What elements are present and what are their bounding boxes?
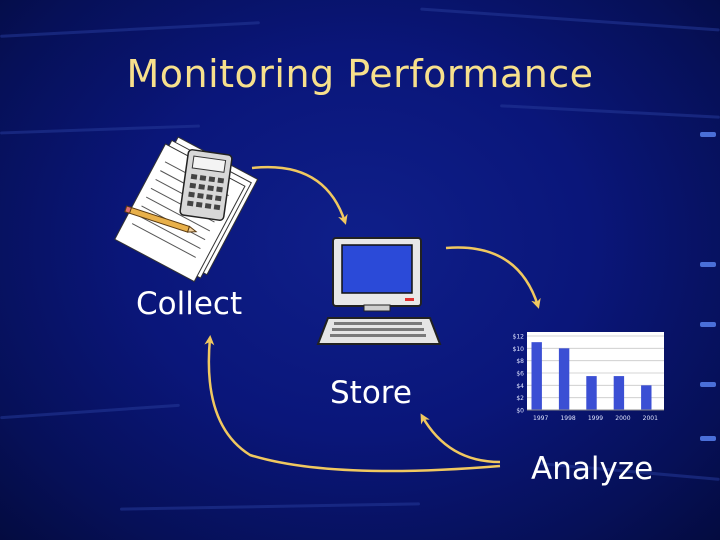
chart-bar [531, 342, 542, 410]
edge-dash [700, 132, 716, 137]
chart-xtick-label: 1998 [560, 415, 575, 422]
step-label-store: Store [330, 375, 412, 411]
chart-bar [558, 348, 570, 410]
chart-frame: $12 $10 $8 $6 $4 $2 $0 1997 1998 1999 2000 2001 [513, 332, 664, 422]
paper-calculator-icon [114, 136, 259, 283]
edge-dash [700, 262, 716, 267]
chart-ytick-label: $6 [516, 371, 524, 378]
arrow-store-to-analyze [445, 246, 541, 309]
chart-xtick-label: 1999 [588, 415, 603, 422]
arrow-analyze-to-store [420, 413, 501, 464]
chart-ytick-label: $12 [513, 334, 525, 341]
chart-xtick-label: 2001 [643, 415, 658, 422]
chart-ytick-label: $8 [516, 358, 524, 365]
chart-xtick-label: 2000 [615, 415, 630, 422]
edge-dash [700, 436, 716, 441]
chart-ytick-label: $4 [516, 383, 524, 390]
step-label-analyze: Analyze [531, 451, 654, 487]
edge-dash [700, 382, 716, 387]
computer-icon [316, 237, 442, 345]
slide-title: Monitoring Performance [126, 52, 594, 96]
edge-dash [700, 322, 716, 327]
chart-bar [613, 376, 625, 410]
chart-bar [586, 376, 597, 410]
step-label-collect: Collect [136, 286, 243, 322]
arrow-analyze-to-collect [204, 335, 501, 473]
chart-ytick-label: $0 [516, 408, 524, 415]
chart-xtick-label: 1997 [533, 415, 548, 422]
arrow-collect-to-store [251, 165, 348, 225]
chart-bar [641, 385, 652, 410]
chart-ytick-label: $2 [516, 395, 524, 402]
chart-ytick-label: $10 [513, 346, 525, 353]
